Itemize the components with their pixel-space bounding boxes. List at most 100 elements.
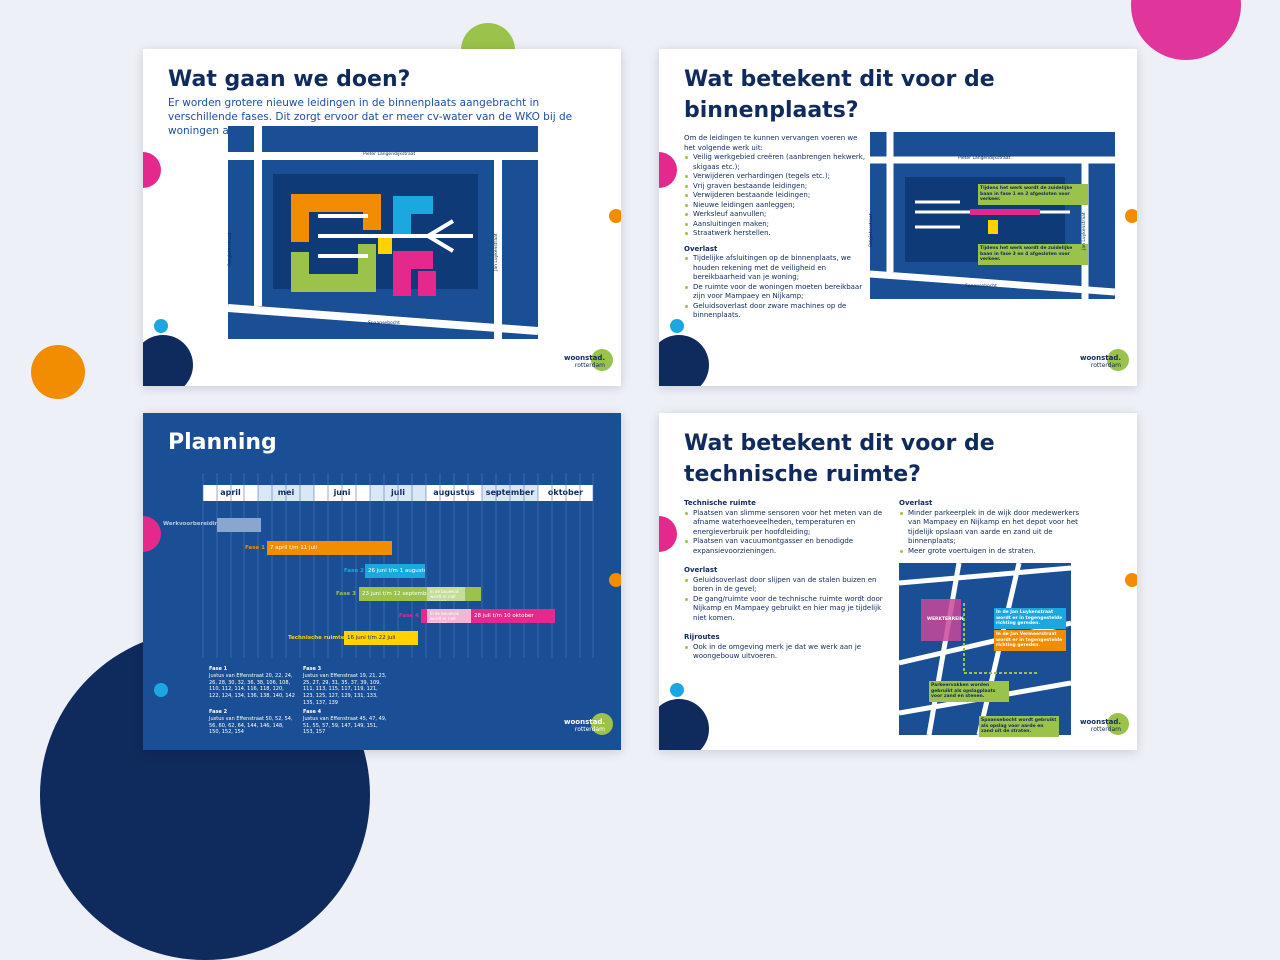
- slide2-work-list: Veilig werkgebied creëren (aanbrengen he…: [684, 153, 869, 239]
- bar-fase-4: 28 juli t/m 10 oktober: [471, 609, 555, 623]
- row-label-werkvoorbereiding: Werkvoorbereiding: [163, 521, 223, 527]
- street-label-south: Spaansebocht: [965, 284, 997, 289]
- street-label-west: Potgieterstraat: [228, 232, 233, 266]
- slide4-dot-pink: [659, 516, 677, 552]
- list-item: Verwijderen bestaande leidingen;: [684, 191, 869, 201]
- list-item: De gang/ruimte voor de technische ruimte…: [684, 595, 889, 624]
- list-item: Geluidsoverlast door zware machines op d…: [684, 302, 869, 321]
- slide1-dot-pink: [143, 152, 161, 188]
- row-label-fase-1: Fase 1: [245, 545, 265, 551]
- slide4-right-column: Overlast Minder parkeerplek in de wijk d…: [899, 499, 1084, 556]
- site-map-binnenplaats: Pieter Langendijkstraat Potgieterstraat …: [227, 126, 539, 339]
- street-label-east: Jan Luykenstraat: [1082, 212, 1087, 250]
- rijroutes-list: Ook in de omgeving merk je dat we werk a…: [684, 643, 889, 662]
- slide1-title: Wat gaan we doen?: [168, 67, 411, 92]
- list-item: Ook in de omgeving merk je dat we werk a…: [684, 643, 889, 662]
- section-heading: Technische ruimte: [684, 499, 756, 507]
- list-item: Minder parkeerplek in de wijk door medew…: [899, 509, 1084, 547]
- list-item: De ruimte voor de woningen moeten bereik…: [684, 283, 869, 302]
- map-note-spaansebocht: Spaansebocht wordt gebruikt als opslag v…: [979, 716, 1059, 737]
- map-note-jan-vermeerstraat: In de Jan Vermeerstraat wordt er in tege…: [994, 630, 1066, 651]
- street-label-north: Pieter Langendijkstraat: [958, 156, 1011, 161]
- slide1-dot-cyan: [154, 319, 168, 333]
- slide1-dot-navy: [143, 335, 193, 386]
- woonstad-logo: woonstad. rotterdam: [561, 349, 613, 375]
- section-heading: Overlast: [899, 499, 933, 507]
- list-item: Plaatsen van vacuumontgasser en benodigd…: [684, 537, 889, 556]
- slide2-dot-navy: [659, 335, 709, 386]
- pipe-phases-map: [227, 126, 539, 339]
- bar-werkvoorbereiding: [217, 518, 261, 532]
- slide3-dot-orange: [609, 573, 621, 587]
- phase-block-fase-4: Fase 4 Justus van Effenstraat 45, 47, 49…: [303, 709, 387, 736]
- bar-fase-3: 23 juni t/m 12 september: [359, 587, 427, 601]
- gantt-gridlines: [202, 473, 594, 658]
- slide-technische-ruimte: Wat betekent dit voor de technische ruim…: [659, 413, 1137, 750]
- slide2-dot-cyan: [670, 319, 684, 333]
- slide2-dot-pink: [659, 152, 677, 188]
- slide3-title: Planning: [168, 430, 277, 455]
- deco-circle-pink-top-right: [1131, 0, 1241, 60]
- map-note-phase-3-4: Tijdens het werk wordt de zuidelijke baa…: [978, 244, 1088, 265]
- slide-binnenplaats: Wat betekent dit voor de binnenplaats? O…: [659, 49, 1137, 386]
- slide4-dot-navy: [659, 699, 709, 750]
- bar-fase-1: 7 april t/m 11 juli: [267, 541, 392, 555]
- slide4-dot-cyan: [670, 683, 684, 697]
- werkterrein-label: WERKTERREIN: [927, 617, 964, 622]
- slide3-dot-cyan: [154, 683, 168, 697]
- list-item: Verwijderen verhardingen (tegels etc.);: [684, 172, 869, 182]
- slide2-intro: Om de leidingen te kunnen vervangen voer…: [684, 134, 858, 152]
- row-label-fase-4: Fase 4: [399, 613, 419, 619]
- list-item: Veilig werkgebied creëren (aanbrengen he…: [684, 153, 869, 172]
- phase-block-fase-1: Fase 1 Justus van Effenstraat 20, 22, 24…: [209, 666, 295, 700]
- list-item: Plaatsen van slimme sensoren voor het me…: [684, 509, 889, 538]
- slide2-title: Wat betekent dit voor de binnenplaats?: [684, 67, 995, 123]
- row-label-fase-2: Fase 2: [344, 568, 364, 574]
- slide3-dot-pink: [143, 516, 161, 552]
- map-note-phase-1-2: Tijdens het werk wordt de zuidelijke baa…: [978, 184, 1088, 205]
- phase-block-fase-3: Fase 3 Justus van Effenstraat 19, 21, 23…: [303, 666, 387, 706]
- slide2-overlast-list: Tijdelijke afsluitingen op de binnenplaa…: [684, 254, 869, 321]
- overlast-list: Geluidsoverlast door slijpen van de stal…: [684, 576, 889, 624]
- slide2-dot-orange: [1125, 209, 1137, 223]
- bar-fase-3-tail: [465, 587, 481, 601]
- list-item: Aansluitingen maken;: [684, 220, 869, 230]
- list-item: Meer grote voertuigen in de straten.: [899, 547, 1084, 557]
- street-label-west: Potgieterstraat: [869, 213, 874, 247]
- phase-block-fase-2: Fase 2 Justus van Effenstraat 50, 52, 54…: [209, 709, 293, 736]
- list-item: Tijdelijke afsluitingen op de binnenplaa…: [684, 254, 869, 283]
- section-heading: Rijroutes: [684, 633, 720, 641]
- bar-fase-4-start: [421, 609, 427, 623]
- slide2-site-map: Tijdens het werk wordt de zuidelijke baa…: [869, 132, 1116, 299]
- bar-fase-4-bouwvak: in de bouwvak wordt er niet gewerkt: [427, 609, 471, 623]
- slide1-dot-orange: [609, 209, 621, 223]
- slide-planning: Planning april mei juni juli augustus se…: [143, 413, 621, 750]
- street-label-north: Pieter Langendijkstraat: [363, 152, 416, 157]
- slide4-title: Wat betekent dit voor de technische ruim…: [684, 431, 995, 487]
- list-item: Vrij graven bestaande leidingen;: [684, 182, 869, 192]
- technische-ruimte-list: Plaatsen van slimme sensoren voor het me…: [684, 509, 889, 557]
- slide4-left-column: Technische ruimte Plaatsen van slimme se…: [684, 499, 889, 662]
- list-item: Geluidsoverlast door slijpen van de stal…: [684, 576, 889, 595]
- list-item: Werksleuf aanvullen;: [684, 210, 869, 220]
- bar-fase-3-bouwvak: in de bouwvak wordt er niet gewerkt: [427, 587, 465, 601]
- street-label-south: Spaansebocht: [368, 321, 400, 326]
- slide-wat-gaan-we-doen: Wat gaan we doen? Er worden grotere nieu…: [143, 49, 621, 386]
- overlast-right-list: Minder parkeerplek in de wijk door medew…: [899, 509, 1084, 557]
- map-note-parkeervakken: Parkeervakken worden gebruikt als opslag…: [929, 681, 1009, 702]
- bar-fase-2: 26 juni t/m 1 augustus: [365, 564, 425, 578]
- slide4-area-map: WERKTERREIN In de Jan Luykenstraat wordt…: [898, 562, 1072, 737]
- list-item: Straatwerk herstellen.: [684, 229, 869, 239]
- woonstad-logo: woonstad. rotterdam: [1077, 713, 1129, 739]
- woonstad-logo: woonstad. rotterdam: [1077, 349, 1129, 375]
- list-item: Nieuwe leidingen aanleggen;: [684, 201, 869, 211]
- slide2-text: Om de leidingen te kunnen vervangen voer…: [684, 134, 869, 321]
- deco-circle-orange-left: [31, 345, 85, 399]
- bar-technische-ruimte: 16 juni t/m 22 juli: [344, 631, 418, 645]
- section-heading: Overlast: [684, 566, 718, 574]
- slide4-dot-orange: [1125, 573, 1137, 587]
- slide2-overlast-heading: Overlast: [684, 244, 718, 253]
- street-label-east: Jan Luykenstraat: [494, 233, 499, 271]
- woonstad-logo: woonstad. rotterdam: [561, 713, 613, 739]
- row-label-technische-ruimte: Technische ruimte: [288, 635, 345, 641]
